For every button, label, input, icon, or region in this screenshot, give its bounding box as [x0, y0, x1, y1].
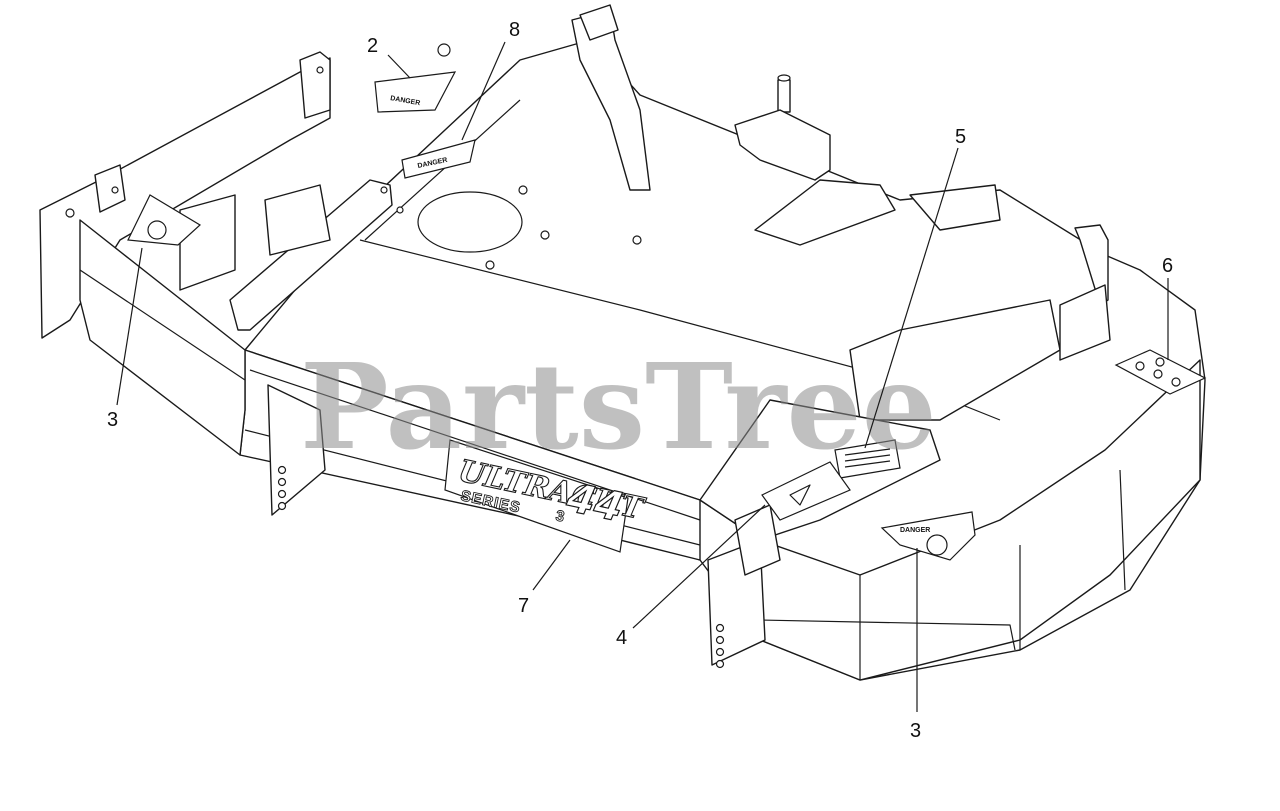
decal-3-left [127, 194, 202, 246]
callout-7: 7 [518, 595, 529, 617]
left-mount-brackets [65, 43, 451, 331]
decal-8-rear: DANGER [401, 139, 476, 179]
callout-2: 2 [367, 35, 378, 57]
decal-5 [834, 439, 901, 479]
decal-2-rear: DANGER [374, 71, 457, 113]
callout-5: 5 [955, 126, 966, 148]
callout-4: 4 [616, 627, 627, 649]
callout-6: 6 [1162, 255, 1173, 277]
logo-series-number: 3 [554, 507, 567, 526]
height-adjust-brackets [267, 384, 781, 669]
callout-3-left: 3 [107, 409, 118, 431]
decal-3-text: DANGER [900, 527, 930, 534]
callout-3-right: 3 [910, 720, 921, 742]
callout-8: 8 [509, 19, 520, 41]
decal-4 [761, 461, 851, 521]
leader-lines [116, 41, 1169, 712]
decal-3-right: DANGER [880, 511, 976, 561]
callouts: 2 8 5 6 3 7 4 3 [107, 19, 1173, 742]
decal-6 [1114, 349, 1207, 395]
watermark-text: PartsTree [300, 337, 937, 476]
